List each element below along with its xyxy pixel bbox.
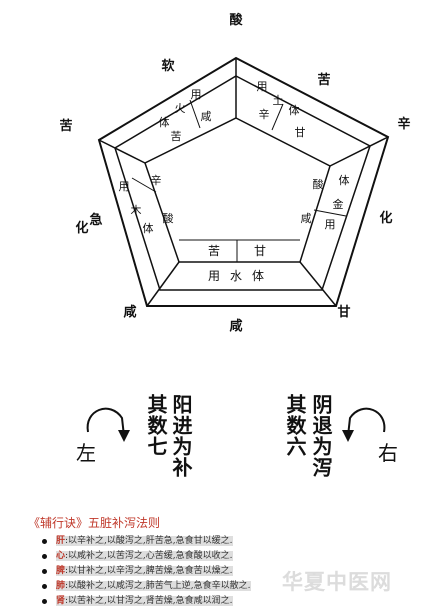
rule-item: 脾:以甘补之,以辛泻之,脾苦燥,急食苦以燥之. bbox=[40, 564, 251, 579]
heart-outer-2: 火 bbox=[175, 102, 186, 115]
right-block-line-2: 其数六 bbox=[283, 394, 307, 457]
rule-text: :以苦补之,以甘泻之,肾苦燥,急食咸以润之. bbox=[65, 596, 233, 606]
right-arrow-head bbox=[342, 430, 354, 442]
lung-outer-2: 金 bbox=[333, 197, 344, 211]
divider-spleen bbox=[271, 103, 284, 131]
outer-word-upper-left: 急 bbox=[89, 212, 102, 228]
rule-organ: 脾 bbox=[56, 566, 66, 576]
corner-label-lower-left: 咸 bbox=[123, 304, 136, 320]
five-organs-pentagon-diagram: 酸 苦 辛 咸 甘 软 急 苦 化 化 咸 用 木 体 辛 酸 用 火 体 咸 … bbox=[59, 12, 411, 442]
right-side-label: 右 bbox=[378, 441, 398, 465]
kidney-outer-3: 体 bbox=[252, 269, 264, 283]
spoke-lower-left bbox=[146, 261, 180, 307]
kidney-outer-1: 用 bbox=[208, 269, 220, 283]
left-arrow-head bbox=[118, 430, 130, 442]
spleen-inner-2: 甘 bbox=[295, 126, 306, 139]
rule-text: :以酸补之,以咸泻之,肺苦气上逆,急食辛以散之. bbox=[65, 581, 251, 591]
liver-inner-2: 酸 bbox=[163, 211, 174, 225]
liver-outer-2: 木 bbox=[131, 204, 142, 217]
lung-inner-2: 咸 bbox=[301, 212, 312, 225]
spoke-right bbox=[329, 136, 389, 167]
liver-outer-1: 用 bbox=[119, 180, 130, 193]
left-block-line-2: 其数七 bbox=[144, 394, 168, 457]
heart-inner-2: 苦 bbox=[171, 130, 182, 143]
bullet-icon bbox=[42, 554, 47, 559]
spleen-inner-1: 辛 bbox=[259, 107, 270, 121]
rule-organ: 肺 bbox=[56, 581, 66, 591]
spleen-outer-1: 用 bbox=[257, 80, 268, 93]
rule-item: 心:以咸补之,以苦泻之,心苦缓,急食酸以收之. bbox=[40, 549, 251, 564]
liver-inner-1: 辛 bbox=[151, 173, 162, 187]
lung-outer-3: 用 bbox=[325, 218, 336, 231]
divider-heart bbox=[189, 99, 201, 129]
spleen-outer-2: 土 bbox=[273, 94, 284, 107]
divider-lung bbox=[313, 209, 347, 217]
bullet-icon bbox=[42, 539, 47, 544]
bullet-icon bbox=[42, 569, 47, 574]
outer-pentagon bbox=[97, 56, 390, 307]
left-side-label: 左 bbox=[76, 441, 96, 465]
corner-label-upper-right: 辛 bbox=[397, 116, 410, 132]
spoke-lower-right bbox=[299, 261, 337, 307]
spleen-outer-3: 体 bbox=[289, 103, 300, 117]
bullet-icon bbox=[42, 584, 47, 589]
corner-label-lower-right: 甘 bbox=[337, 304, 350, 320]
inner-pentagon bbox=[144, 117, 331, 263]
right-curved-arrow bbox=[347, 407, 386, 437]
watermark: 华夏中医网 bbox=[282, 570, 392, 594]
caption: 《辅行诀》五脏补泻法则 bbox=[28, 516, 161, 530]
divider-liver bbox=[131, 177, 157, 193]
kidney-inner-1: 苦 bbox=[208, 244, 220, 258]
heart-inner-1: 咸 bbox=[201, 110, 212, 123]
right-block-line-1: 阴退为泻 bbox=[309, 394, 333, 478]
rule-text: :以咸补之,以苦泻之,心苦缓,急食酸以收之. bbox=[65, 551, 233, 561]
left-block-line-1: 阳进为补 bbox=[169, 394, 193, 478]
rule-organ: 肝 bbox=[56, 536, 66, 546]
outer-word-top-left: 软 bbox=[161, 58, 174, 74]
rules-list: 肝:以辛补之,以酸泻之,肝苦急,急食甘以缓之. 心:以咸补之,以苦泻之,心苦缓,… bbox=[40, 534, 251, 609]
spoke-left bbox=[98, 139, 146, 164]
rule-text: :以甘补之,以辛泻之,脾苦燥,急食苦以燥之. bbox=[65, 566, 233, 576]
kidney-outer-2: 水 bbox=[230, 269, 242, 283]
rule-text: :以辛补之,以酸泻之,肝苦急,急食甘以缓之. bbox=[65, 536, 233, 546]
kidney-inner-2: 甘 bbox=[254, 244, 266, 258]
middle-pentagon bbox=[114, 75, 371, 291]
liver-outer-3: 体 bbox=[143, 221, 154, 235]
rule-item: 肾:以苦补之,以甘泻之,肾苦燥,急食咸以润之. bbox=[40, 594, 251, 609]
corner-label-top: 酸 bbox=[229, 12, 243, 28]
lung-inner-1: 酸 bbox=[313, 177, 324, 191]
left-curved-arrow bbox=[86, 407, 125, 437]
heart-outer-3: 体 bbox=[159, 115, 170, 129]
rule-organ: 心 bbox=[56, 551, 66, 561]
outer-word-lower-right: 化 bbox=[379, 210, 392, 226]
lung-outer-1: 体 bbox=[339, 173, 350, 187]
rule-item: 肺:以酸补之,以咸泻之,肺苦气上逆,急食辛以散之. bbox=[40, 579, 251, 594]
heart-outer-1: 用 bbox=[191, 88, 202, 101]
bullet-icon bbox=[42, 599, 47, 604]
outer-word-upper-right: 苦 bbox=[317, 72, 330, 88]
outer-word-lower-left: 化 bbox=[75, 220, 88, 236]
corner-label-upper-left: 苦 bbox=[59, 118, 72, 134]
rule-item: 肝:以辛补之,以酸泻之,肝苦急,急食甘以缓之. bbox=[40, 534, 251, 549]
rule-organ: 肾 bbox=[56, 596, 66, 606]
outer-word-bottom: 咸 bbox=[229, 318, 242, 334]
